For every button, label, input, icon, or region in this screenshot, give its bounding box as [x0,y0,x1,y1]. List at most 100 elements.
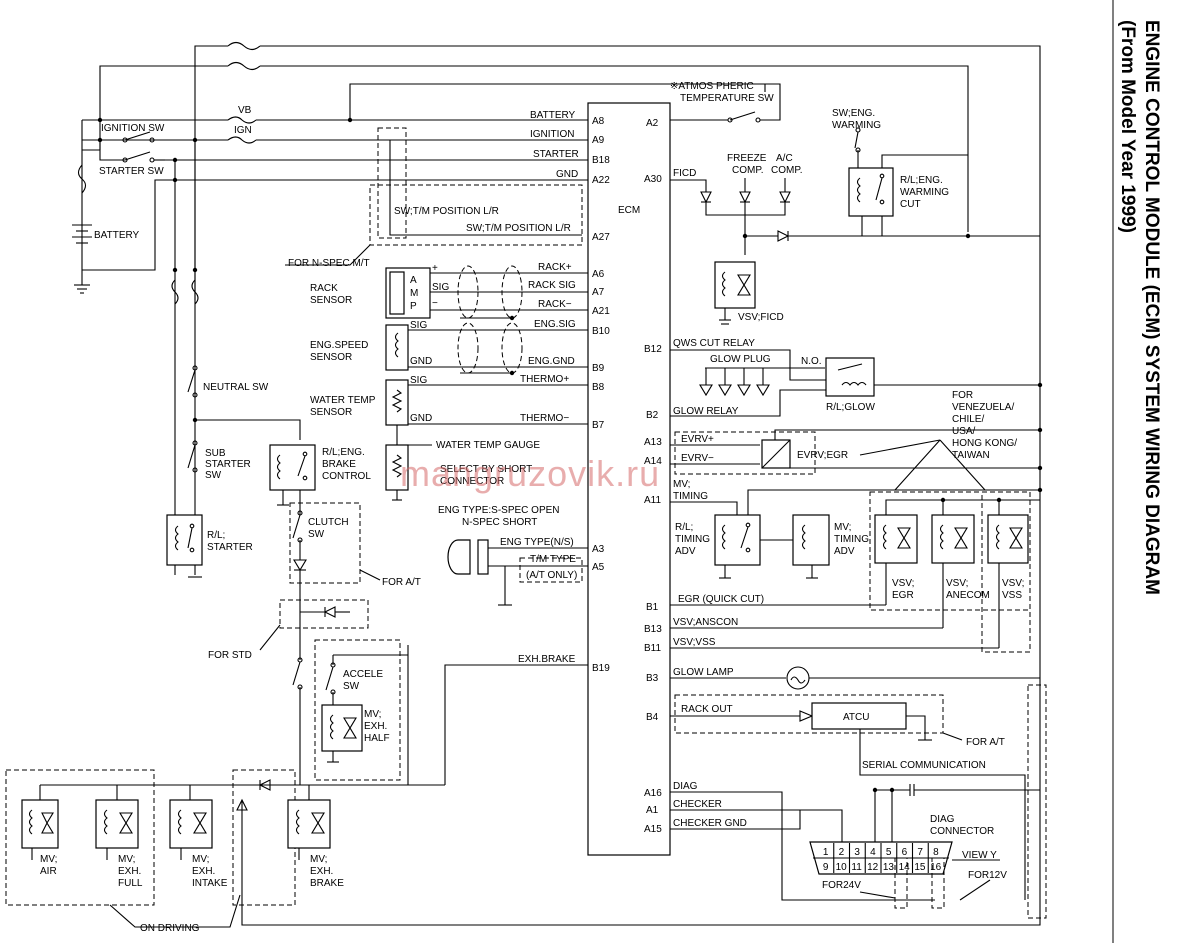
vsv-anecom-1: VSV; [946,578,968,589]
accele-sw-label-2: SW [343,681,360,692]
freeze-2: COMP. [732,165,764,176]
select-connector-1: SELECT BY SHORT [440,464,532,475]
sig-at-only: (A/T ONLY) [526,570,577,581]
sig-evrv-plus: EVRV+ [681,434,714,445]
pin-b9: B9 [592,363,605,374]
diag-pin-bottom: 13 [883,862,895,873]
mv-exh-brake-2: EXH. [310,866,333,877]
rack-sensor: A M P RACK SENSOR + SIG − [310,263,588,321]
rack-sig-tag: SIG [432,282,449,293]
eng-speed-sensor: ENG.SPEED SENSOR SIG GND [310,320,588,376]
ecm-pins: A8 A9 B18 A22 A27 A6 A7 A21 B10 B9 B8 B7… [592,116,662,835]
sig-mv-timing-1: MV; [673,479,690,490]
pin-a27: A27 [592,232,610,243]
rl-brake-label-3: CONTROL [322,471,371,482]
sig-diag: DIAG [673,781,698,792]
for12v-label: FOR12V [968,870,1007,881]
vsv-vss-1: VSV; [1002,578,1024,589]
eng-gnd-tag: GND [410,356,432,367]
eng-sig-tag: SIG [410,320,427,331]
ign-label: IGN [234,125,252,136]
sub-starter-label-3: SW [205,470,222,481]
sig-thermo-plus: THERMO+ [520,374,569,385]
for-at2-label: FOR A/T [966,737,1005,748]
sig-eng-sig: ENG.SIG [534,319,576,330]
glow-plug-label: GLOW PLUG [710,354,771,365]
atmos-label-1: ※ATMOS PHERIC [670,81,754,92]
mv-exh-full-3: FULL [118,878,143,889]
accele-sw-label-1: ACCELE [343,669,383,680]
eng-speed-2: SENSOR [310,352,352,363]
vsv-group: VSV; EGR VSV; ANECOM VSV; VSS [869,491,1040,653]
diag-pin-top: 3 [854,847,860,858]
amp-m: M [410,288,418,299]
warming-cut-1: R/L;ENG. [900,175,943,186]
mv-exh-intake-2: EXH. [192,866,215,877]
timing-area: MV; TIMING R/L; TIMING ADV MV; TIMING AD… [670,479,1043,579]
vsv-vss-2: VSS [1002,590,1022,601]
warming-sw-1: SW;ENG. [832,108,875,119]
pin-b13: B13 [644,624,662,635]
country-5: HONG KONG/ [952,438,1017,449]
diag-pin-bottom: 9 [823,862,829,873]
warming-cut-2: WARMING [900,187,949,198]
diagram-title: ENGINE CONTROL MODULE (ECM) SYSTEM WIRIN… [1141,20,1162,595]
clutch-sw-label-2: SW [308,529,325,540]
rl-starter: R/L; STARTER [166,514,253,578]
mv-exh-full-2: EXH. [118,866,141,877]
pin-b1: B1 [646,602,659,613]
clutch-switch-area: CLUTCH SW FOR A/T FOR STD [208,502,421,785]
rl-brake-label-2: BRAKE [322,459,356,470]
pin-a5: A5 [592,562,605,573]
mv-exh-half-3: HALF [364,733,390,744]
sig-starter: STARTER [533,149,579,160]
diag-pin-bottom: 11 [851,862,862,873]
pin-a21: A21 [592,306,610,317]
evrv-egr: EVRV+ EVRV− EVRV;EGR [670,427,1043,475]
left-feeds: NEUTRAL SW SUB STARTER SW [171,140,301,515]
pin-a11: A11 [644,495,661,506]
rl-eng-brake-control: R/L;ENG. BRAKE CONTROL [269,444,371,515]
eng-speed-1: ENG.SPEED [310,340,368,351]
warming-sw-2: WARMING [832,120,881,131]
exh-brake-wire [444,664,588,785]
rack-minus-sign: − [432,298,438,309]
pin-b18: B18 [592,155,610,166]
diag-pin-top: 4 [870,847,876,858]
pin-a16: A16 [644,788,662,799]
bottom-valves: MV; AIR MV; EXH. FULL MV; EXH. INTAKE MV… [5,680,1041,934]
vsv-ficd-label: VSV;FICD [738,312,784,323]
sig-rack-plus: RACK+ [538,262,572,273]
pin-b4: B4 [646,712,659,723]
pin-a14: A14 [644,456,662,467]
water-temp-sensor: WATER TEMP SENSOR SIG GND WATER TEMP GAU… [310,375,588,501]
country-note: FOR VENEZUELA/ CHILE/ USA/ HONG KONG/ TA… [859,390,1017,491]
ecm-left-signals: BATTERY IGNITION STARTER GND RACK+ RACK … [500,110,579,665]
for-at-label: FOR A/T [382,577,421,588]
ecm-label: ECM [618,205,640,216]
amp-p: P [410,301,417,312]
pin-a2: A2 [646,118,659,129]
pin-b8: B8 [592,382,605,393]
pin-a1: A1 [646,805,659,816]
power-feeds [82,41,1041,680]
sig-egr-quick-cut: EGR (QUICK CUT) [678,594,764,605]
water-gnd-tag: GND [410,413,432,424]
freeze-1: FREEZE [727,153,767,164]
rack-plus-sign: + [432,263,438,274]
water-temp-2: SENSOR [310,407,352,418]
diag-connector-2: CONNECTOR [930,826,994,837]
sw-tm-right: SW;T/M POSITION L/R [466,223,571,234]
watermark-text: mangruzovik.ru [400,453,660,494]
atmos-label-2: TEMPERATURE SW [680,93,774,104]
pin-b3: B3 [646,673,659,684]
diag-area: DIAG CHECKER CHECKER GND DIAG CONNECTOR … [670,684,1047,919]
sig-mv-timing-2: TIMING [673,491,708,502]
diag-pin-top: 8 [933,847,939,858]
eng-type-note-1: ENG TYPE:S-SPEC OPEN [438,505,560,516]
pin-a7: A7 [592,287,605,298]
sig-rack-sig: RACK SIG [528,280,576,291]
rl-brake-label-1: R/L;ENG. [322,447,365,458]
pin-b11: B11 [644,643,661,654]
